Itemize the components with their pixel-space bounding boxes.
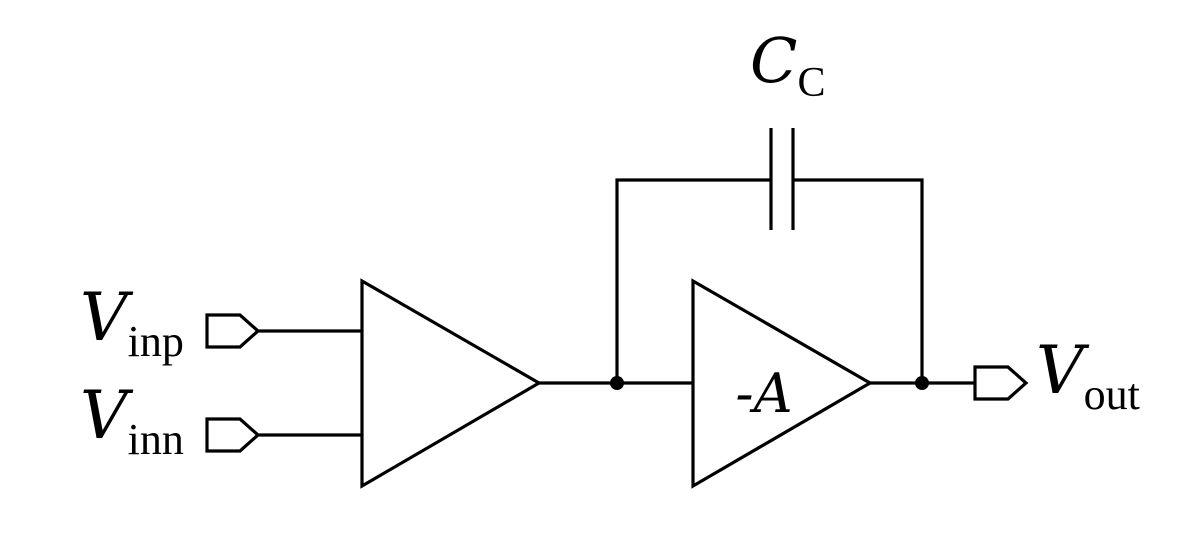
vinp-label: Vinp <box>80 279 184 366</box>
wire-feedback-left <box>615 178 771 383</box>
vout-label-sub: out <box>1084 370 1140 419</box>
vinn-label-main: V <box>80 377 134 454</box>
vout-port-icon <box>973 365 1029 401</box>
vout-label-main: V <box>1036 332 1090 409</box>
vout-label: Vout <box>1036 332 1140 419</box>
capacitor-label-main: C <box>750 24 797 97</box>
vinn-label-sub: inn <box>128 415 184 464</box>
vinp-label-sub: inp <box>128 317 184 366</box>
second-stage-amplifier <box>691 278 874 489</box>
junction-node-2 <box>915 376 929 390</box>
capacitor-label: CC <box>750 24 825 106</box>
amplifier-gain-label: -A <box>735 362 792 425</box>
vinp-port-icon <box>205 313 261 349</box>
junction-node-1 <box>610 376 624 390</box>
first-stage-amplifier <box>360 278 543 489</box>
vinn-label: Vinn <box>80 377 184 464</box>
wire-feedback-right <box>793 178 924 383</box>
vinp-label-main: V <box>80 279 134 356</box>
capacitor-label-sub: C <box>797 60 825 106</box>
vinn-port-icon <box>205 417 261 453</box>
